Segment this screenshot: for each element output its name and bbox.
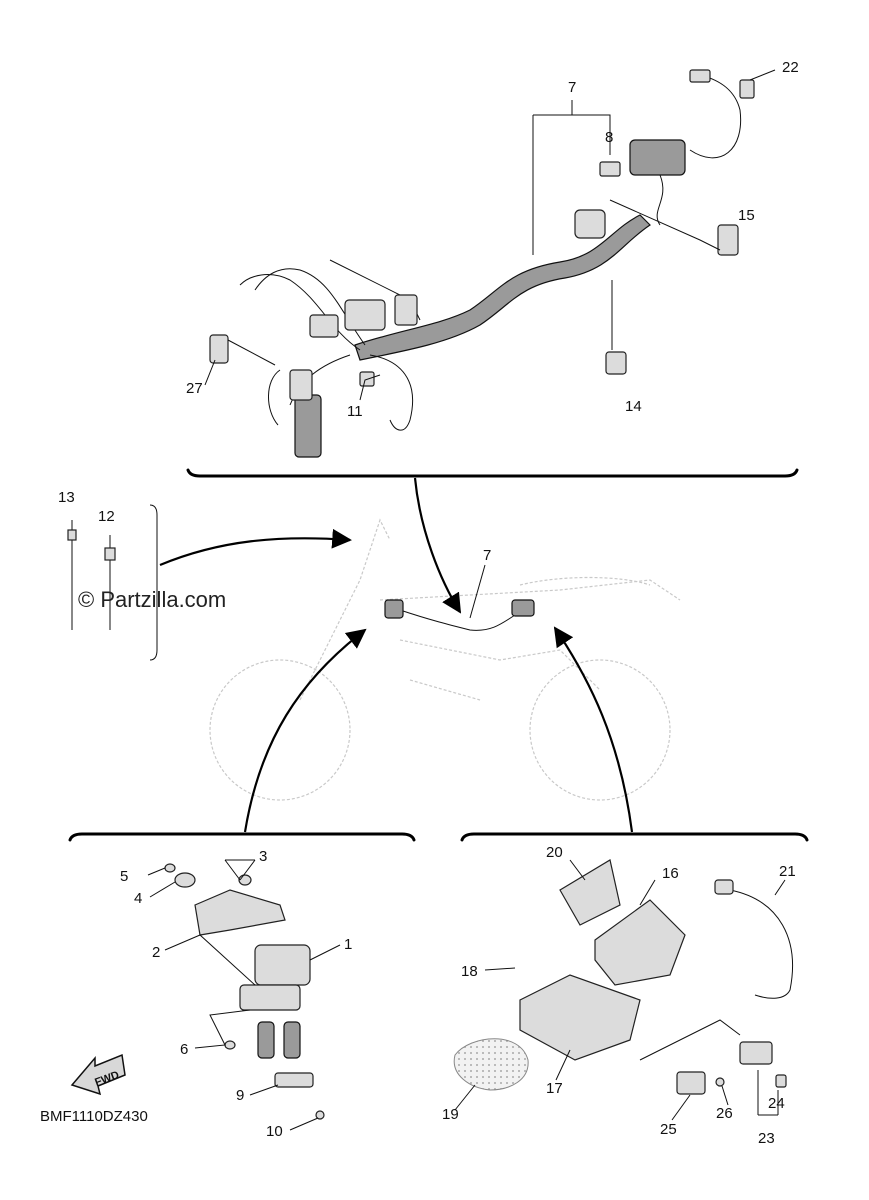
callout-9[interactable]: 9 <box>236 1087 244 1104</box>
callout-15[interactable]: 15 <box>738 207 755 224</box>
callout-8[interactable]: 8 <box>605 129 613 146</box>
callout-1[interactable]: 1 <box>344 936 352 953</box>
callout-18[interactable]: 18 <box>461 963 478 980</box>
diagram-code: BMF1110DZ430 <box>40 1108 148 1125</box>
callout-11[interactable]: 11 <box>347 403 363 420</box>
callout-14[interactable]: 14 <box>625 398 642 415</box>
callout-16[interactable]: 16 <box>662 865 679 882</box>
motorcycle-outline <box>209 518 681 801</box>
fwd-arrow-icon: FWD <box>70 1053 126 1096</box>
callout-19[interactable]: 19 <box>442 1106 459 1123</box>
callout-21[interactable]: 21 <box>779 863 796 880</box>
callout-12[interactable]: 12 <box>98 508 115 525</box>
callout-17[interactable]: 17 <box>546 1080 563 1097</box>
battery-box[interactable] <box>519 974 641 1061</box>
callout-13[interactable]: 13 <box>58 489 75 506</box>
harness-on-bike <box>399 609 516 631</box>
callout-5[interactable]: 5 <box>120 868 128 885</box>
coupler-bundle[interactable] <box>294 394 322 458</box>
callout-24[interactable]: 24 <box>768 1095 785 1112</box>
callout-26[interactable]: 26 <box>716 1105 733 1122</box>
callout-22[interactable]: 22 <box>782 59 799 76</box>
callout-25[interactable]: 25 <box>660 1121 677 1138</box>
control-unit[interactable] <box>254 944 311 986</box>
callout-20[interactable]: 20 <box>546 844 563 861</box>
callout-4[interactable]: 4 <box>134 890 142 907</box>
callout-7-top[interactable]: 7 <box>568 79 576 96</box>
section-divider-bottom-left <box>68 832 416 842</box>
callout-3[interactable]: 3 <box>259 848 267 865</box>
battery-pad[interactable] <box>453 1038 529 1091</box>
callout-2[interactable]: 2 <box>152 944 160 961</box>
section-divider-bottom-right <box>460 832 809 842</box>
wire-harness[interactable] <box>354 214 651 361</box>
battery-group <box>453 859 793 1095</box>
section-divider-top <box>186 468 799 478</box>
callout-6[interactable]: 6 <box>180 1041 188 1058</box>
callout-27[interactable]: 27 <box>186 380 203 397</box>
callout-7-middle[interactable]: 7 <box>483 547 491 564</box>
ignition-group <box>164 863 325 1120</box>
wire-harness-group <box>209 69 755 458</box>
battery[interactable] <box>594 899 686 986</box>
watermark: © Partzilla.com <box>78 587 226 612</box>
connector-block[interactable] <box>629 139 686 176</box>
callout-23[interactable]: 23 <box>758 1130 775 1147</box>
bracket[interactable] <box>194 889 286 936</box>
callout-10[interactable]: 10 <box>266 1123 283 1140</box>
